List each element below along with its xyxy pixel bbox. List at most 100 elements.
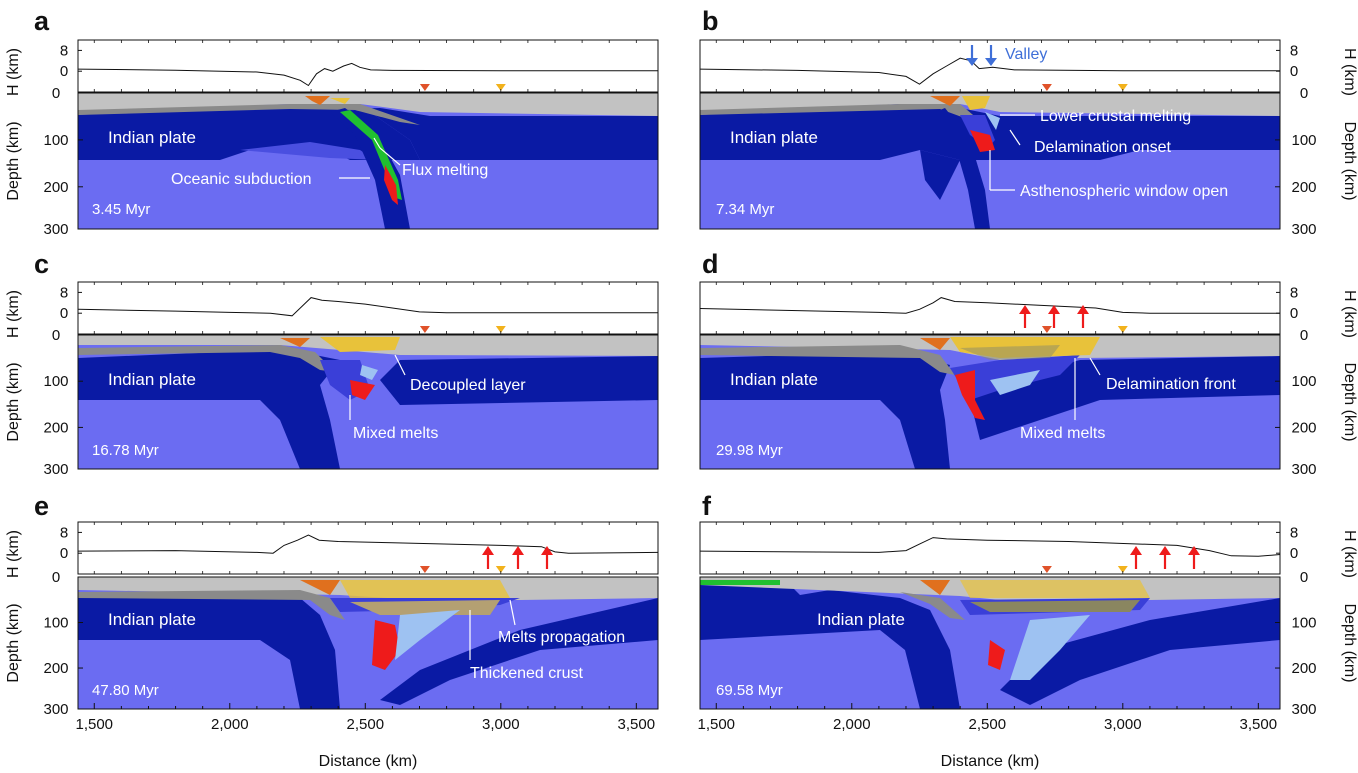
depth-tick-label: 0 bbox=[52, 569, 60, 586]
uplift-arrow-d-2 bbox=[1048, 305, 1060, 328]
section-c: Indian plate Decoupled layer Mixed melts… bbox=[77, 334, 659, 470]
depth-tick-label: 300 bbox=[43, 461, 68, 478]
annotation-asthenospheric-window: Asthenospheric window open bbox=[1020, 183, 1228, 200]
uplift-arrow-f-2 bbox=[1159, 546, 1171, 569]
depth-tick-label: 100 bbox=[43, 615, 68, 632]
annotation-thickened-crust: Thickened crust bbox=[470, 665, 583, 682]
depth-axis-label: Depth (km) bbox=[5, 603, 22, 682]
h-tick-label: 0 bbox=[60, 545, 68, 562]
depth-tick-label: 100 bbox=[43, 132, 68, 149]
panel-letter-e: e bbox=[34, 491, 49, 521]
plate-label-a: Indian plate bbox=[108, 128, 196, 147]
depth-tick-label: 300 bbox=[1291, 221, 1316, 238]
depth-tick-label: 0 bbox=[1300, 327, 1308, 344]
topo-frame bbox=[77, 39, 659, 93]
depth-tick-label: 300 bbox=[1291, 461, 1316, 478]
h-axis-label: H (km) bbox=[1341, 48, 1358, 96]
h-axis-label: H (km) bbox=[1341, 530, 1358, 578]
depth-tick-label: 200 bbox=[1291, 179, 1316, 196]
x-tick-label: 3,500 bbox=[618, 716, 656, 733]
station-marker bbox=[1041, 566, 1052, 573]
h-tick-label: 8 bbox=[60, 524, 68, 541]
annotation-melts-propagation: Melts propagation bbox=[498, 629, 625, 646]
panel-letter-a: a bbox=[34, 6, 50, 36]
x-tick-label: 2,000 bbox=[833, 716, 871, 733]
panel-e: e 8 0 H (km) bbox=[5, 491, 659, 710]
depth-tick-label: 100 bbox=[43, 373, 68, 390]
plate-label-e: Indian plate bbox=[108, 610, 196, 629]
depth-tick-label: 0 bbox=[52, 85, 60, 102]
section-d: Indian plate Delamination front Mixed me… bbox=[699, 334, 1281, 470]
topo-frame bbox=[77, 281, 659, 335]
plate-label-c: Indian plate bbox=[108, 370, 196, 389]
h-tick-label: 8 bbox=[1290, 284, 1298, 301]
h-tick-label: 8 bbox=[60, 42, 68, 59]
depth-axis-label: Depth (km) bbox=[5, 362, 22, 441]
depth-tick-label: 0 bbox=[1300, 569, 1308, 586]
station-marker bbox=[419, 326, 430, 333]
depth-tick-label: 200 bbox=[43, 179, 68, 196]
annotation-valley: Valley bbox=[1005, 46, 1047, 63]
depth-tick-label: 100 bbox=[1291, 615, 1316, 632]
station-marker bbox=[495, 84, 506, 91]
panel-letter-b: b bbox=[702, 6, 719, 36]
time-label-f: 69.58 Myr bbox=[716, 682, 783, 699]
station-marker bbox=[495, 326, 506, 333]
station-marker bbox=[1041, 326, 1052, 333]
uplift-arrow-f-3 bbox=[1188, 546, 1200, 569]
depth-tick-label: 100 bbox=[1291, 373, 1316, 390]
annotation-decoupled-layer: Decoupled layer bbox=[410, 377, 526, 394]
topography-c: 80H (km) bbox=[5, 281, 659, 338]
station-marker bbox=[419, 566, 430, 573]
topography-e: 8 0 H (km) bbox=[5, 521, 659, 578]
topography-line bbox=[77, 62, 658, 87]
h-tick-label: 0 bbox=[1290, 63, 1298, 80]
depth-axis-label: Depth (km) bbox=[1341, 362, 1358, 441]
station-marker bbox=[1117, 566, 1128, 573]
plate-label-b: Indian plate bbox=[730, 128, 818, 147]
x-axis-label-right: Distance (km) bbox=[941, 753, 1040, 770]
arrow-valley-2 bbox=[985, 45, 997, 66]
time-label-d: 29.98 Myr bbox=[716, 442, 783, 459]
annotation-delamination-front: Delamination front bbox=[1106, 376, 1236, 393]
uplift-arrow-d-3 bbox=[1077, 305, 1089, 328]
panel-a: a 80H (km) Indian plate Flux melting bbox=[5, 6, 659, 230]
depth-axis-label: Depth (km) bbox=[1341, 121, 1358, 200]
section-a: Indian plate Flux melting Oceanic subduc… bbox=[77, 92, 659, 230]
time-label-b: 7.34 Myr bbox=[716, 201, 774, 218]
depth-axis-label: Depth (km) bbox=[5, 121, 22, 200]
annotation-mixed-melts-d: Mixed melts bbox=[1020, 425, 1105, 442]
h-tick-label: 0 bbox=[1290, 305, 1298, 322]
panel-letter-c: c bbox=[34, 249, 49, 279]
x-tick-label: 1,500 bbox=[75, 716, 113, 733]
x-axis-label-left: Distance (km) bbox=[319, 753, 418, 770]
topography-line bbox=[77, 297, 658, 317]
x-tick-label: 1,500 bbox=[697, 716, 735, 733]
topography-line bbox=[699, 57, 1280, 85]
depth-tick-label: 0 bbox=[1300, 85, 1308, 102]
topography-line bbox=[699, 297, 1280, 314]
annotation-flux-melting: Flux melting bbox=[402, 162, 488, 179]
station-marker bbox=[1117, 326, 1128, 333]
arrow-valley-1 bbox=[966, 45, 978, 66]
depth-tick-label: 200 bbox=[43, 419, 68, 436]
x-tick-label: 3,000 bbox=[482, 716, 520, 733]
topography-a: 80H (km) bbox=[5, 39, 659, 96]
x-tick-label: 3,000 bbox=[1104, 716, 1142, 733]
panel-letter-d: d bbox=[702, 249, 719, 279]
h-tick-label: 8 bbox=[1290, 524, 1298, 541]
h-axis-label: H (km) bbox=[5, 530, 22, 578]
station-marker bbox=[495, 566, 506, 573]
uplift-arrow-e-3 bbox=[541, 546, 553, 569]
h-tick-label: 8 bbox=[60, 284, 68, 301]
h-axis-label: H (km) bbox=[5, 48, 22, 96]
depth-tick-label: 200 bbox=[43, 660, 68, 677]
plate-label-f: Indian plate bbox=[817, 610, 905, 629]
station-marker bbox=[1117, 84, 1128, 91]
